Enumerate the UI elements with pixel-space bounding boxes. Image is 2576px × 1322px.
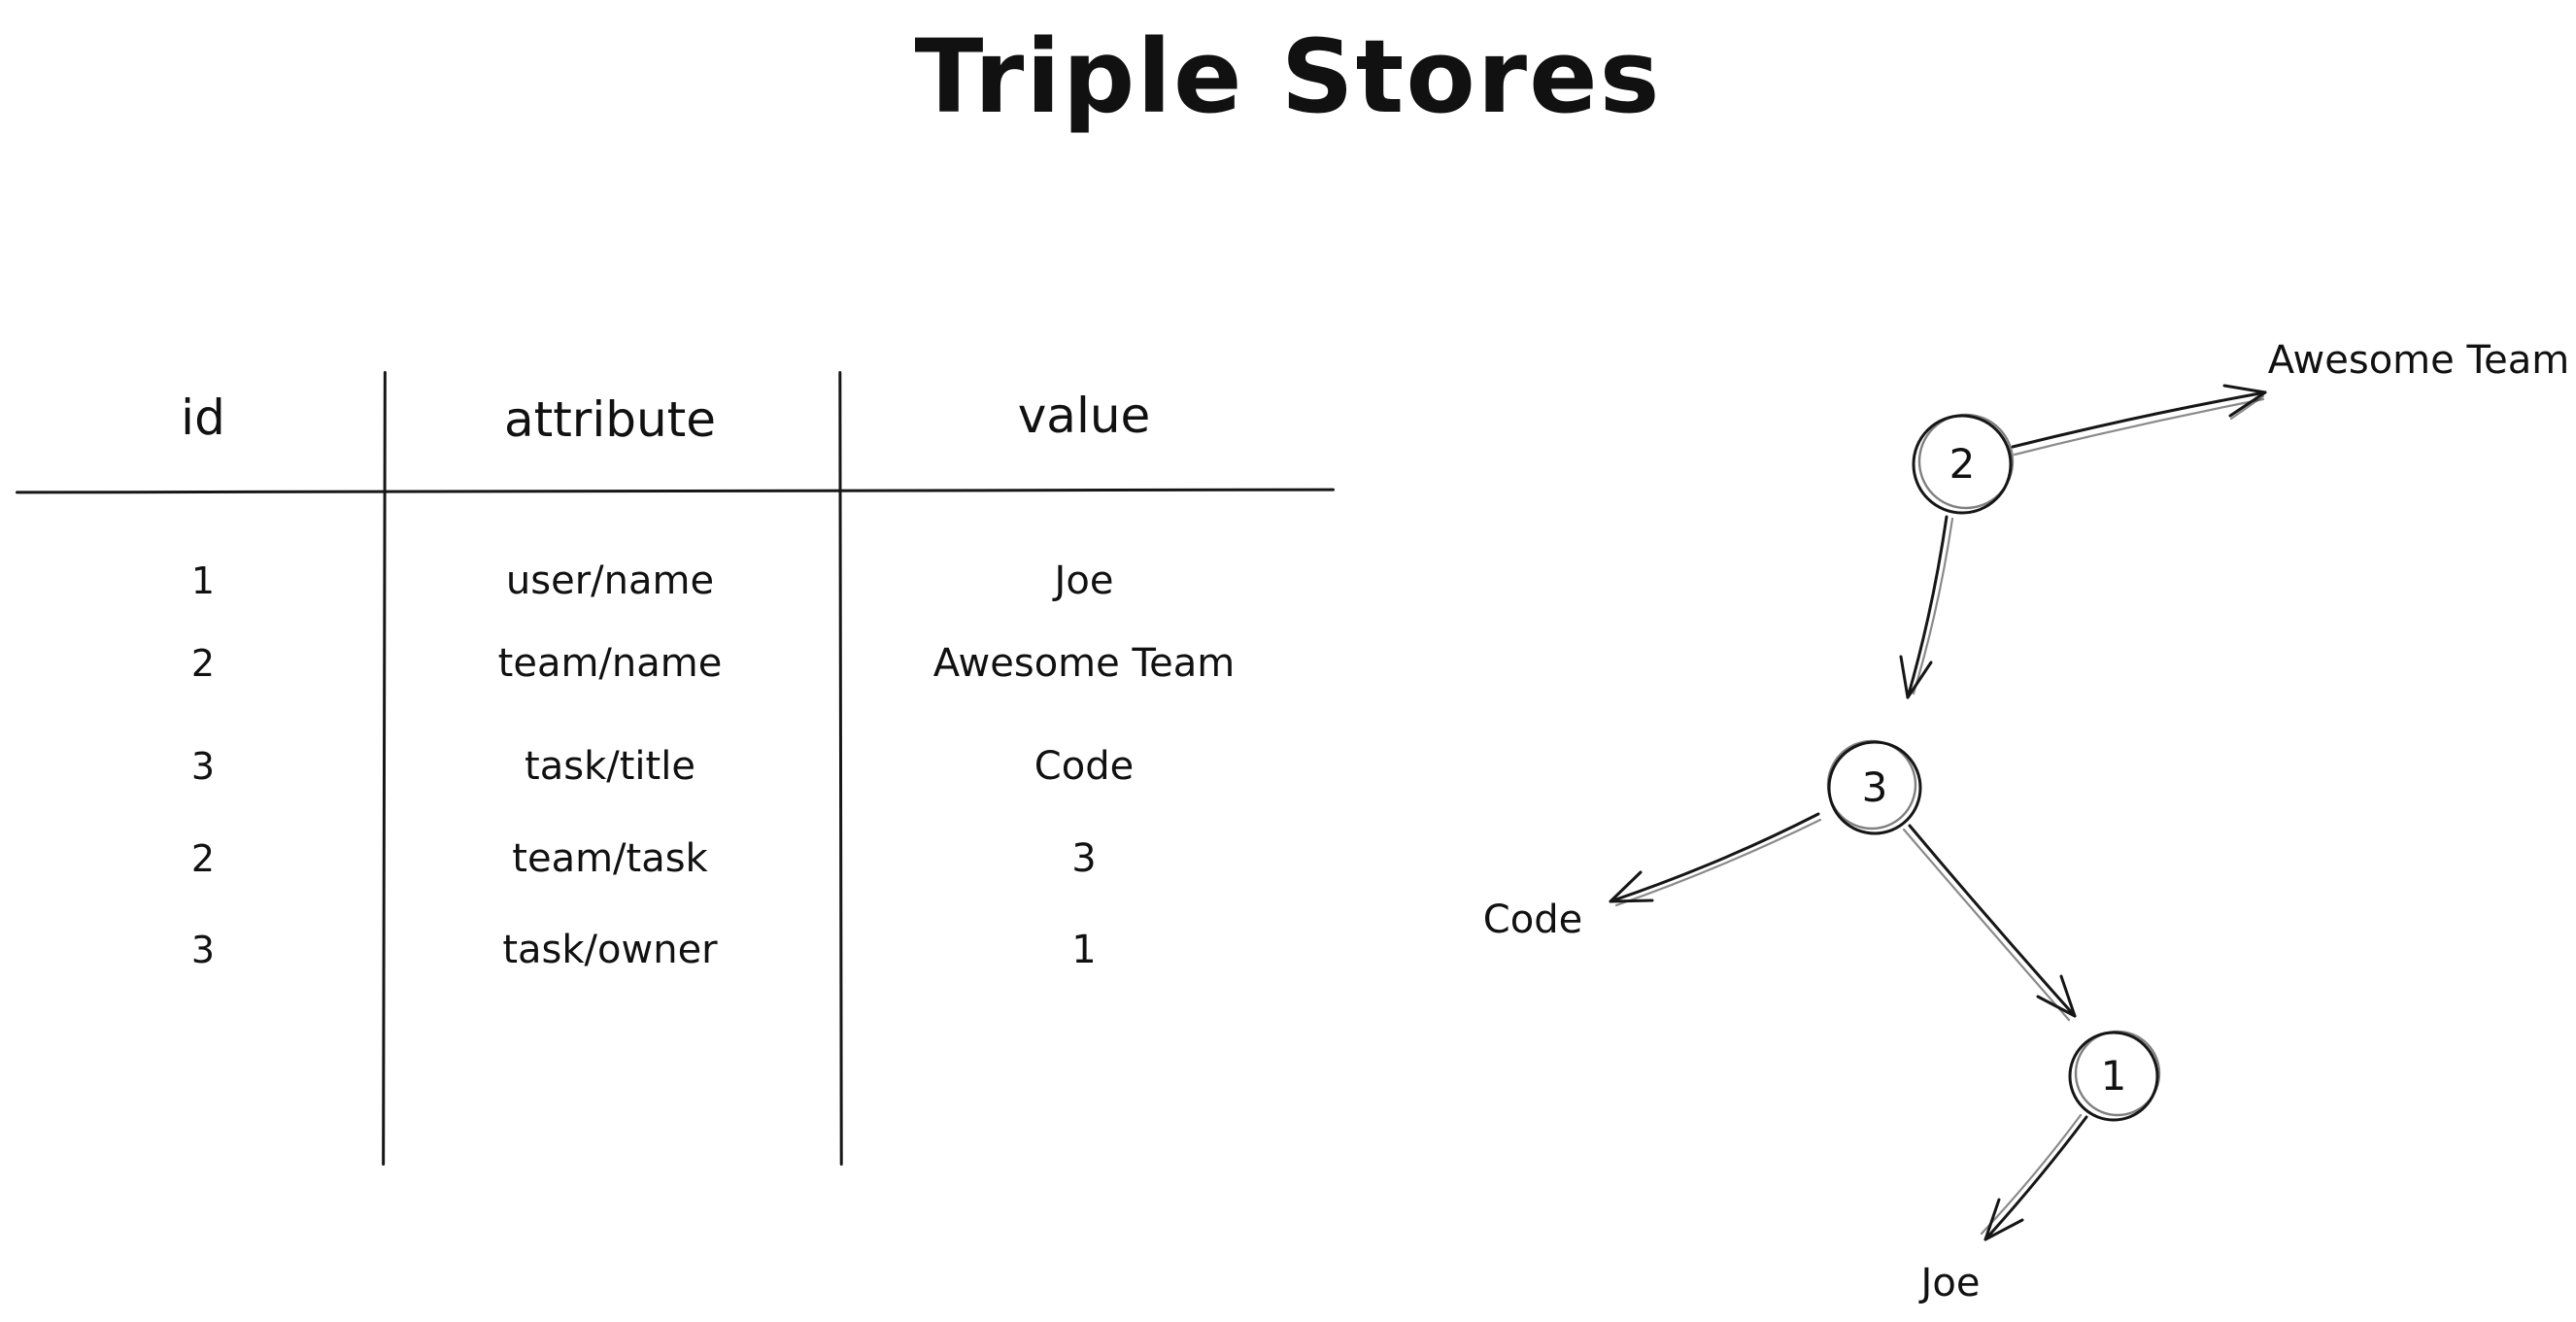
cell-value: 1	[1071, 928, 1097, 972]
cell-attribute: user/name	[505, 559, 715, 603]
column-header-attribute: attribute	[503, 391, 717, 448]
cell-attribute: team/task	[512, 836, 708, 881]
cell-id: 2	[190, 642, 216, 685]
edge-1-to-joe	[1980, 1113, 2088, 1241]
cell-value: Code	[1034, 744, 1135, 789]
cell-attribute: task/title	[525, 744, 695, 789]
leaf-label-awesome-team: Awesome Team	[2268, 338, 2569, 383]
graph-node-3: 3	[1826, 739, 1922, 835]
cell-attribute: task/owner	[502, 928, 718, 972]
cell-id: 2	[190, 837, 216, 880]
node-label: 1	[2101, 1052, 2127, 1100]
edge-2-to-awesome-team	[2011, 384, 2267, 457]
column-header-id: id	[181, 390, 225, 446]
graph-node-1: 1	[2068, 1030, 2161, 1122]
column-header-value: value	[1017, 388, 1151, 444]
arrowhead-icon	[1609, 870, 1654, 903]
cell-id: 1	[190, 559, 216, 602]
leaf-label-joe: Joe	[1918, 1261, 1981, 1305]
triples-table: id attribute value 1 user/name Joe 2 tea…	[15, 369, 1336, 1175]
graph-node-2: 2	[1912, 413, 2015, 515]
arrowhead-icon	[1899, 655, 1933, 699]
cell-id: 3	[190, 929, 216, 971]
arrowhead-icon	[2229, 394, 2265, 421]
node-label: 2	[1949, 440, 1976, 488]
cell-value: 3	[1071, 836, 1097, 881]
cell-value: Joe	[1054, 559, 1114, 603]
page-title: Triple Stores	[914, 17, 1662, 136]
leaf-label-code: Code	[1483, 898, 1582, 942]
cell-value: Awesome Team	[932, 641, 1236, 686]
edge-3-to-1	[1902, 824, 2077, 1022]
edge-2-to-3	[1899, 515, 1954, 699]
cell-attribute: team/name	[497, 641, 723, 686]
node-label: 3	[1862, 763, 1888, 811]
arrowhead-icon	[2222, 384, 2267, 418]
cell-id: 3	[190, 745, 216, 788]
arrowhead-icon	[1983, 1198, 2024, 1241]
edge-3-to-code	[1609, 812, 1822, 907]
arrowhead-icon	[2036, 974, 2077, 1018]
